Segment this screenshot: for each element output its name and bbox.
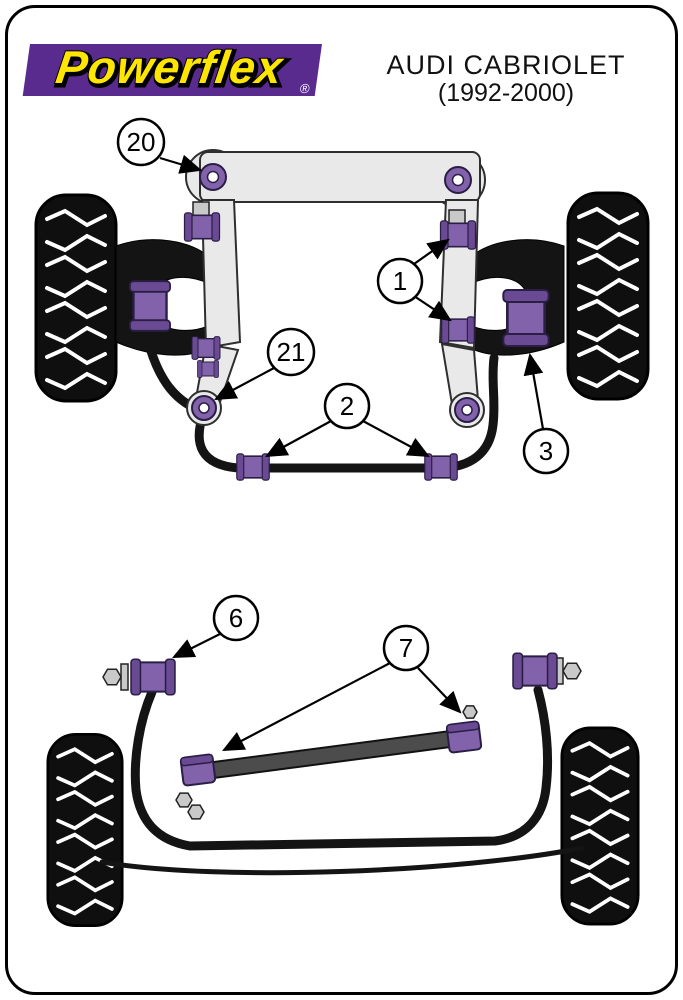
rail-bush-left-lower [191,336,221,360]
rail-bush-left-upper [183,212,221,242]
logo-text-shadow: Powerflex [55,43,290,95]
svg-text:7: 7 [399,633,413,663]
callout-20-arrow [159,154,203,174]
svg-text:1: 1 [393,266,407,296]
callout-6-arrow [172,633,221,658]
subframe-mount-bush-left [199,163,227,191]
logo-text: Powerflex [53,41,288,93]
rear-suspension-diagram: 6 7 [48,594,638,926]
rear-bush-right-bolt [562,662,582,680]
arm-bush-right-big [502,288,550,348]
callout-20: 20 [116,117,203,174]
subframe-top-bar [199,151,481,203]
svg-text:2: 2 [340,391,354,421]
panhard-nut-right [462,705,478,719]
svg-text:3: 3 [539,436,553,466]
panhard-nut-left-1 [175,792,193,808]
title-line2: (1992-2000) [438,79,574,107]
title-line1: AUDI CABRIOLET [386,50,625,80]
rear-left-tire [48,734,122,925]
page-title: AUDI CABRIOLET (1992-2000) [386,50,625,107]
svg-text:6: 6 [229,603,243,633]
callout-21-arrow [214,367,275,401]
panhard-rod [175,705,483,820]
callout-1-arrow-upper [413,238,450,265]
rear-beam-bush-right [512,652,582,690]
callout-2-arrow-left [265,420,332,458]
front-anti-roll-bar [194,353,499,473]
subframe-mount-bush-right [444,166,472,194]
panhard-rod-bar [205,728,459,781]
callout-21: 21 [214,327,316,401]
callout-3: 3 [522,352,570,475]
logo-banner [22,44,322,96]
rear-bush-left-bolt [102,668,122,686]
front-left-tire [36,195,116,401]
panhard-bush-left [179,753,217,787]
subframe-lower-bush-right [454,397,480,423]
rail-bush-right-upper [439,220,477,250]
callout-1-arrow-lower [413,295,452,322]
front-subframe [185,149,486,428]
rail-bolt-right [448,209,466,225]
callout-6: 6 [172,594,260,658]
rail-bolt-left [192,201,210,217]
rail-bush-right-lower [440,316,476,344]
registered-mark: ® [299,81,311,96]
rear-right-tire [562,728,638,924]
powerflex-logo: Powerflex Powerflex ® [22,40,322,97]
rear-axle-tube [99,845,585,876]
front-right-tire [568,193,648,399]
svg-text:21: 21 [277,337,306,367]
subframe-lower-bush-left [191,395,217,421]
arm-bush-left-big [128,280,172,332]
rear-beam-bush-left [102,658,176,696]
rear-beam-axle [130,685,553,851]
panhard-bush-right [445,720,483,754]
callout-2: 2 [265,382,430,458]
rear-bush-left-washer [120,663,129,691]
panhard-nut-left-2 [187,804,205,820]
arb-bush-left [236,452,270,482]
callout-7-arrow-left [222,662,391,752]
svg-text:20: 20 [127,127,156,157]
callout-3-arrow [523,352,545,430]
callout-7: 7 [222,624,462,752]
rail-bush-left-lower-2 [196,360,220,378]
callout-7-arrow-right [417,667,462,714]
callout-2-arrow-right [362,420,430,458]
front-suspension-diagram: 20 1 21 2 3 [36,117,648,482]
callout-1: 1 [376,238,452,322]
arb-bush-right [424,452,458,482]
